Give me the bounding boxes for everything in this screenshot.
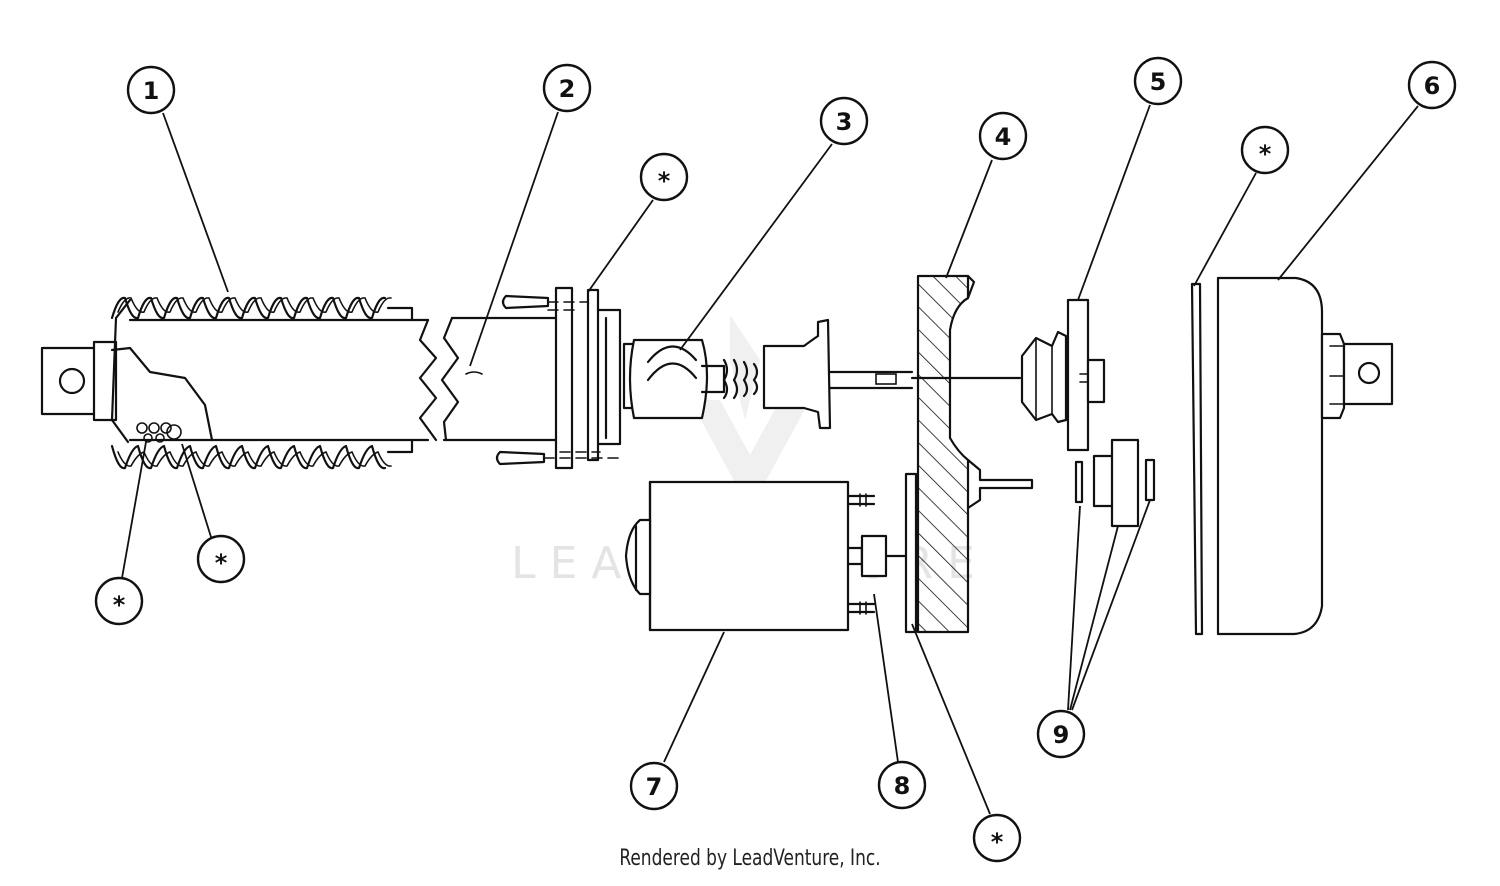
callout-star-ball: * (94, 576, 144, 626)
svg-text:*: * (1259, 140, 1272, 168)
svg-text:1: 1 (143, 77, 160, 105)
svg-text:7: 7 (646, 773, 663, 801)
callout-1: 1 (126, 65, 176, 115)
part-3-drive-coupler (622, 318, 914, 430)
callout-4: 4 (978, 111, 1028, 161)
flange-plate (495, 286, 623, 470)
svg-text:*: * (113, 591, 126, 619)
svg-text:3: 3 (836, 108, 853, 136)
callout-5: 5 (1133, 56, 1183, 106)
svg-text:*: * (658, 167, 671, 195)
callout-3: 3 (819, 96, 869, 146)
callout-star-gasket: * (972, 813, 1022, 863)
part-2-inner-tube (440, 316, 558, 442)
callout-6: 6 (1407, 60, 1457, 110)
callout-star-cover: * (1240, 125, 1290, 175)
clevis-hole (58, 367, 86, 395)
callouts: 1 2 3 4 5 6 7 8 9 * * * * * (94, 56, 1457, 863)
part-6-end-cover (1190, 276, 1394, 636)
part-7-motor (624, 480, 876, 632)
leader-lines (121, 104, 1419, 815)
part-4-gear-housing (904, 274, 1034, 634)
callout-7: 7 (629, 761, 679, 811)
svg-text:*: * (991, 828, 1004, 856)
part-5-gear-pulley (910, 298, 1106, 452)
part-8-pinion (860, 534, 908, 578)
svg-text:*: * (215, 549, 228, 577)
svg-text:2: 2 (559, 75, 576, 103)
svg-text:8: 8 (894, 772, 911, 800)
bellows-top (110, 296, 387, 320)
callout-9: 9 (1036, 709, 1086, 759)
render-credit: Rendered by LeadVenture, Inc. (619, 846, 881, 871)
callout-2: 2 (542, 63, 592, 113)
svg-text:9: 9 (1053, 721, 1070, 749)
svg-text:5: 5 (1150, 68, 1167, 96)
part-9-gear-set (1074, 438, 1156, 528)
bellows-bottom (110, 444, 387, 470)
svg-text:6: 6 (1424, 72, 1441, 100)
svg-text:4: 4 (995, 123, 1012, 151)
clevis-tab (40, 346, 104, 416)
part-1-outer-tube-with-boot (40, 296, 438, 470)
callout-star-spring: * (196, 534, 246, 584)
callout-8: 8 (877, 760, 927, 810)
callout-star-flange: * (639, 152, 689, 202)
